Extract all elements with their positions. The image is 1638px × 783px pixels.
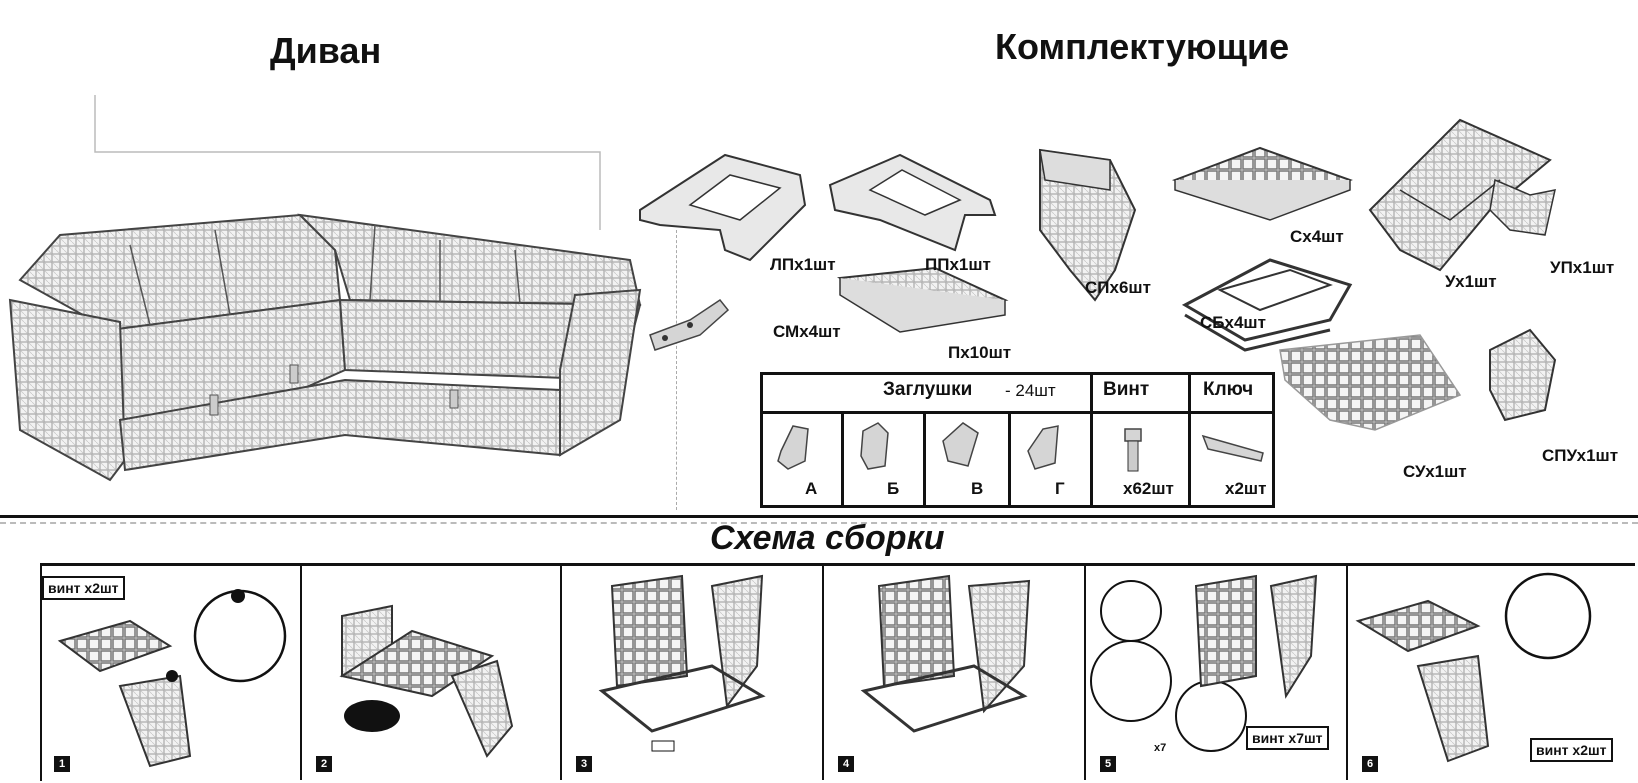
part-label-su: СУх1шт (1403, 462, 1467, 481)
step-4-number: 4 (838, 756, 854, 772)
part-label-lp: ЛПх1шт (770, 255, 836, 274)
part-label-sb: СБх4шт (1200, 313, 1266, 332)
key-header: Ключ (1203, 379, 1254, 400)
part-su-drawing (1279, 334, 1462, 431)
step-6-screw-tag: винт х2шт (1530, 738, 1613, 762)
screw-icon (1124, 428, 1142, 472)
part-sp-drawing (1039, 148, 1137, 302)
assembly-step-1: винт х2шт 1 (40, 566, 302, 780)
plug-type-b: Б (887, 479, 900, 498)
steps-top-border (40, 563, 1635, 566)
part-pp-drawing (828, 153, 997, 252)
key-qty: х2шт (1225, 479, 1267, 498)
part-lp-drawing (639, 153, 807, 262)
assembly-step-4: 4 (824, 566, 1086, 780)
part-label-u: Ух1шт (1445, 272, 1497, 291)
part-s-drawing (1171, 146, 1353, 221)
part-label-pp: ППх1шт (925, 255, 991, 274)
assembly-step-2: 2 (302, 566, 562, 780)
plug-b-icon (860, 422, 889, 470)
step-5-multiplier: x7 (1154, 742, 1167, 754)
components-title: Комплектующие (995, 26, 1290, 67)
step-1-screw-tag: винт х2шт (42, 576, 125, 600)
part-label-p: Пх10шт (948, 343, 1012, 362)
sofa-title: Диван (270, 30, 382, 71)
assembly-step-5: винт х7шт x7 5 (1086, 566, 1348, 780)
plug-type-a: А (805, 479, 818, 498)
step-5-number: 5 (1100, 756, 1116, 772)
hardware-icons (777, 422, 1264, 472)
sofa-illustration (8, 95, 642, 482)
section-divider (676, 230, 677, 510)
hardware-table-header-row (763, 375, 1272, 414)
hardware-table: Заглушки - 24шт Винт Ключ А Б В Г х62шт … (760, 372, 1275, 508)
plug-type-v: В (971, 479, 984, 498)
part-label-sp: СПх6шт (1085, 278, 1151, 297)
step-2-number: 2 (316, 756, 332, 772)
plug-a-icon (777, 425, 809, 470)
assembly-step-3: 3 (562, 566, 824, 780)
assembly-step-6: винт х2шт 6 (1348, 566, 1635, 780)
screw-qty: х62шт (1123, 479, 1174, 498)
step-5-screw-tag: винт х7шт (1246, 726, 1329, 750)
part-label-up: УПх1шт (1550, 258, 1615, 277)
plugs-header: Заглушки (883, 379, 973, 400)
step-6-number: 6 (1362, 756, 1378, 772)
components-illustration (639, 118, 1557, 431)
screw-header: Винт (1103, 379, 1150, 400)
plug-type-g: Г (1055, 479, 1065, 498)
part-sb-drawing (1181, 258, 1353, 352)
plug-g-icon (1027, 425, 1059, 470)
plug-v-icon (942, 422, 979, 467)
step-1-number: 1 (54, 756, 70, 772)
key-icon (1201, 434, 1264, 462)
assembly-scheme-title: Схема сборки (710, 519, 945, 557)
plugs-count: - 24шт (1005, 381, 1056, 400)
part-label-s: Сх4шт (1290, 227, 1344, 246)
step-3-number: 3 (576, 756, 592, 772)
part-label-sm: СМх4шт (773, 322, 841, 341)
part-label-spu: СПУх1шт (1542, 446, 1619, 465)
part-sm-drawing (649, 298, 730, 351)
part-p-drawing (836, 266, 1009, 333)
section-separator (0, 515, 1638, 518)
part-spu-drawing (1489, 328, 1557, 422)
part-up-drawing (1489, 178, 1556, 236)
